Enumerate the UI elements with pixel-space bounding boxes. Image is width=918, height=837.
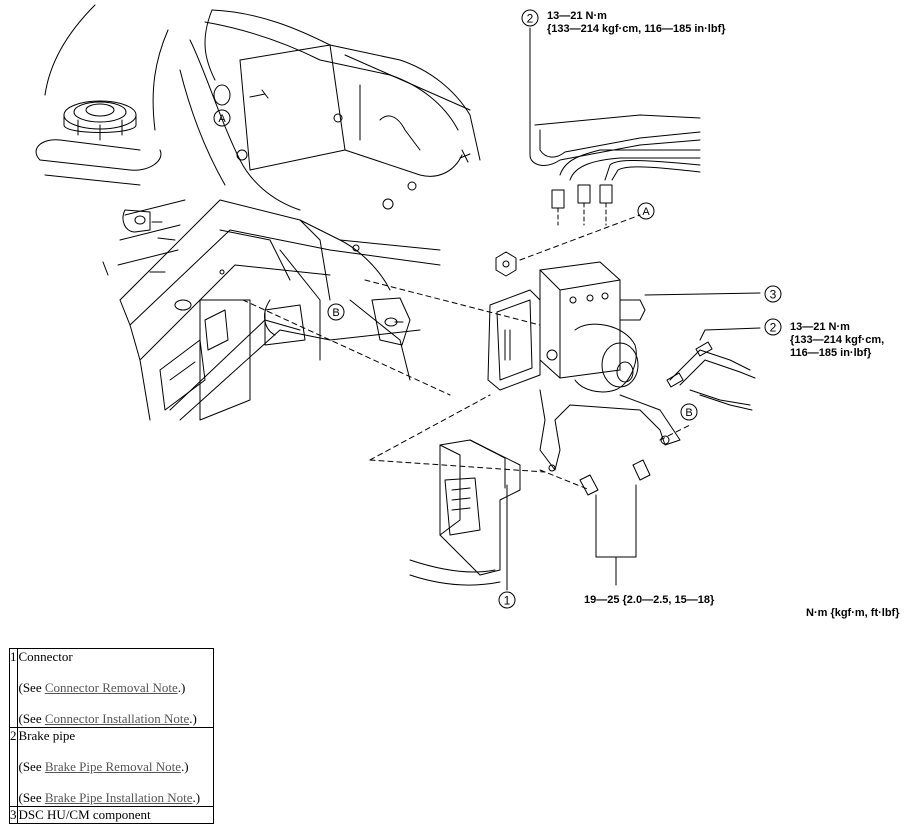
legend-row: 3 DSC HU/CM component	[9, 806, 214, 824]
torque-callout-top: 13—21 N·m {133—214 kgf·cm, 116—185 in·lb…	[547, 10, 726, 36]
brake-pipe-removal-note-link[interactable]: Brake Pipe Removal Note	[44, 759, 181, 774]
legend-description: Brake pipe (See Brake Pipe Removal Note.…	[16, 727, 214, 807]
marker-2-mid: 2	[764, 318, 782, 336]
svg-text:2: 2	[770, 321, 777, 335]
marker-3: 3	[764, 285, 782, 303]
legend-row: 1 Connector (See Connector Removal Note.…	[9, 648, 214, 728]
legend-title: Connector	[18, 649, 73, 664]
legend-note: (See Brake Pipe Removal Note.)	[18, 759, 189, 774]
svg-text:1: 1	[504, 594, 511, 608]
legend-row: 2 Brake pipe (See Brake Pipe Removal Not…	[9, 727, 214, 807]
svg-text:A: A	[218, 113, 226, 125]
marker-b-unit: B	[680, 403, 698, 421]
marker-1: 1	[498, 591, 516, 609]
svg-text:B: B	[332, 307, 339, 319]
legend-number: 1	[9, 648, 18, 728]
torque-top-line-2: {133—214 kgf·cm, 116—185 in·lbf}	[547, 23, 726, 35]
dsc-hydraulic-unit-drawing	[242, 27, 761, 591]
torque-callout-mid: 13—21 N·m {133—214 kgf·cm, 116—185 in·lb…	[790, 321, 884, 360]
marker-b-body: B	[327, 303, 345, 321]
torque-top-line-1: 13—21 N·m	[547, 10, 607, 22]
svg-text:A: A	[642, 206, 650, 218]
torque-callout-bottom: 19—25 {2.0—2.5, 15—18}	[584, 594, 715, 606]
svg-text:B: B	[685, 407, 692, 419]
svg-text:2: 2	[527, 12, 534, 26]
legend-title: DSC HU/CM component	[18, 807, 151, 822]
legend-description: Connector (See Connector Removal Note.) …	[16, 648, 214, 728]
exploded-diagram: 2 3 2 1 A B A B	[35, 4, 782, 609]
marker-a-unit: A	[637, 202, 655, 220]
connector-removal-note-link[interactable]: Connector Removal Note	[44, 680, 178, 695]
torque-mid-line-1: 13—21 N·m	[790, 321, 850, 333]
brake-pipe-installation-note-link[interactable]: Brake Pipe Installation Note	[44, 790, 193, 805]
legend-number: 2	[9, 727, 18, 807]
vehicle-body-drawing	[35, 4, 481, 421]
units-label: N·m {kgf·m, ft·lbf}	[806, 607, 900, 619]
legend-note: (See Connector Removal Note.)	[18, 680, 186, 695]
legend-table: 1 Connector (See Connector Removal Note.…	[9, 648, 214, 824]
legend-number: 3	[9, 806, 18, 824]
marker-2-top: 2	[521, 9, 539, 27]
connector-installation-note-link[interactable]: Connector Installation Note	[44, 711, 190, 726]
legend-note: (See Brake Pipe Installation Note.)	[18, 790, 201, 805]
legend-description: DSC HU/CM component	[16, 806, 214, 824]
legend-title: Brake pipe	[18, 728, 76, 743]
torque-mid-line-3: 116—185 in·lbf}	[790, 347, 872, 359]
svg-text:3: 3	[770, 288, 777, 302]
legend-note: (See Connector Installation Note.)	[18, 711, 197, 726]
marker-a-body: A	[213, 109, 231, 127]
torque-mid-line-2: {133—214 kgf·cm,	[790, 334, 885, 346]
